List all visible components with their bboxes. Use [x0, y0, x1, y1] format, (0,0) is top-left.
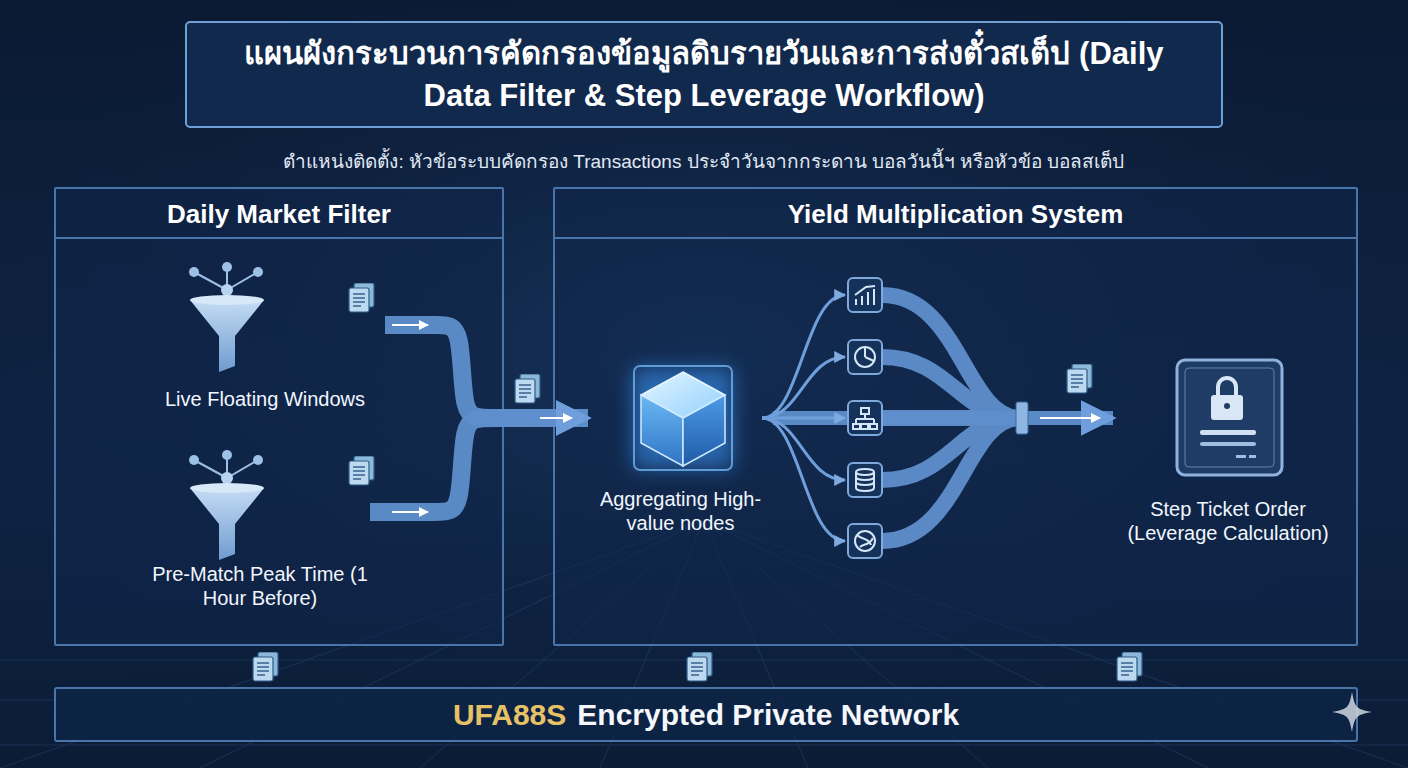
panel-heading: Daily Market Filter: [56, 189, 502, 239]
source-node: Live Floating Windows: [145, 255, 385, 417]
node-label: Encrypted Private Network: [577, 698, 959, 732]
node-label: UFA88S: [453, 698, 566, 732]
output-node: Step Ticket Order (Leverage Calculation): [1113, 355, 1343, 551]
node-label: Live Floating Windows: [165, 388, 365, 411]
panel-heading: Yield Multiplication System: [555, 189, 1356, 239]
network-bar: UFA88S Encrypted Private Network: [54, 687, 1358, 742]
node-label: Aggregating High-value nodes: [588, 488, 773, 535]
group-panel: Yield Multiplication SystemAggregating H…: [553, 187, 1358, 646]
group-panel: Daily Market FilterLive Floating Windows…: [54, 187, 504, 646]
document-icon: [253, 652, 278, 681]
aggregator-node: Aggregating High-value nodes: [588, 365, 773, 541]
document-icon: [687, 652, 712, 681]
diagram-title: แผนผังกระบวนการคัดกรองข้อมูลดิบรายวันและ…: [186, 22, 1222, 127]
document-icon: [515, 374, 540, 403]
node-label: Pre-Match Peak Time (1 Hour Before): [150, 563, 370, 610]
perspective-grid: [0, 745, 1408, 746]
perspective-grid: [0, 660, 1408, 661]
source-node: Pre-Match Peak Time (1 Hour Before): [150, 440, 370, 616]
subtitle-note: ตำแหน่งติดตั้ง: หัวข้อระบบคัดกรอง Transa…: [0, 146, 1408, 176]
node-label: Step Ticket Order (Leverage Calculation): [1113, 498, 1343, 545]
document-icon: [1117, 652, 1142, 681]
title-box: [186, 22, 1222, 127]
title-box: [186, 22, 1222, 127]
